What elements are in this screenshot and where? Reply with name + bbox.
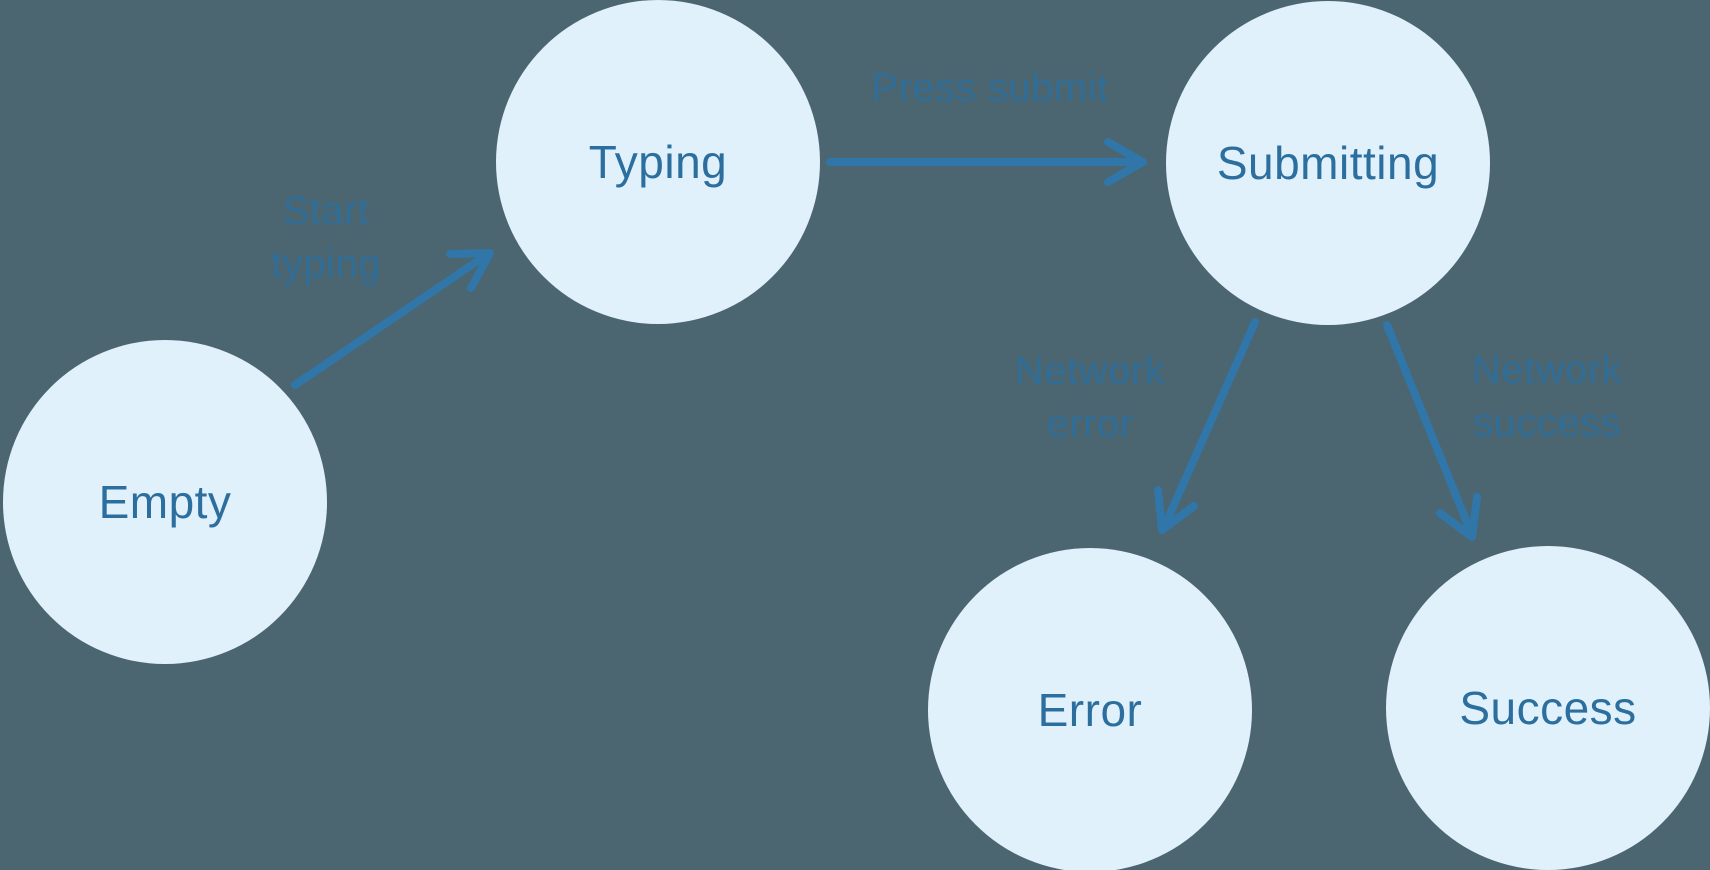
state-node-label: Typing bbox=[588, 136, 728, 188]
arrow-shaft bbox=[1161, 318, 1259, 529]
state-node-typing: Typing bbox=[496, 0, 820, 324]
state-node-label: Submitting bbox=[1216, 137, 1440, 189]
state-node-label: Error bbox=[1037, 684, 1143, 736]
transition-label-network-success: Network success bbox=[1471, 348, 1623, 445]
state-node-submitting: Submitting bbox=[1166, 1, 1490, 325]
arrow-shaft bbox=[1383, 321, 1474, 534]
arrow-head-icon bbox=[1104, 138, 1147, 186]
arrow-submitting-to-error bbox=[1154, 318, 1259, 534]
arrow-empty-to-typing bbox=[291, 249, 494, 389]
state-node-empty: Empty bbox=[3, 340, 327, 664]
arrow-shaft bbox=[291, 254, 486, 389]
state-node-label: Empty bbox=[98, 476, 232, 528]
arrow-head-icon bbox=[1436, 493, 1481, 541]
state-node-success: Success bbox=[1386, 546, 1710, 870]
arrow-typing-to-submitting bbox=[826, 138, 1147, 186]
transition-label-network-error: Network error bbox=[1014, 349, 1166, 446]
state-node-error: Error bbox=[928, 548, 1252, 870]
transition-label-start-typing: Start typing bbox=[271, 189, 381, 286]
transition-label-press-submit: Press submit bbox=[871, 66, 1109, 110]
arrow-head-icon bbox=[1154, 486, 1198, 534]
arrow-head-icon bbox=[446, 249, 494, 292]
arrow-submitting-to-success bbox=[1383, 321, 1481, 541]
state-node-label: Success bbox=[1459, 682, 1637, 734]
